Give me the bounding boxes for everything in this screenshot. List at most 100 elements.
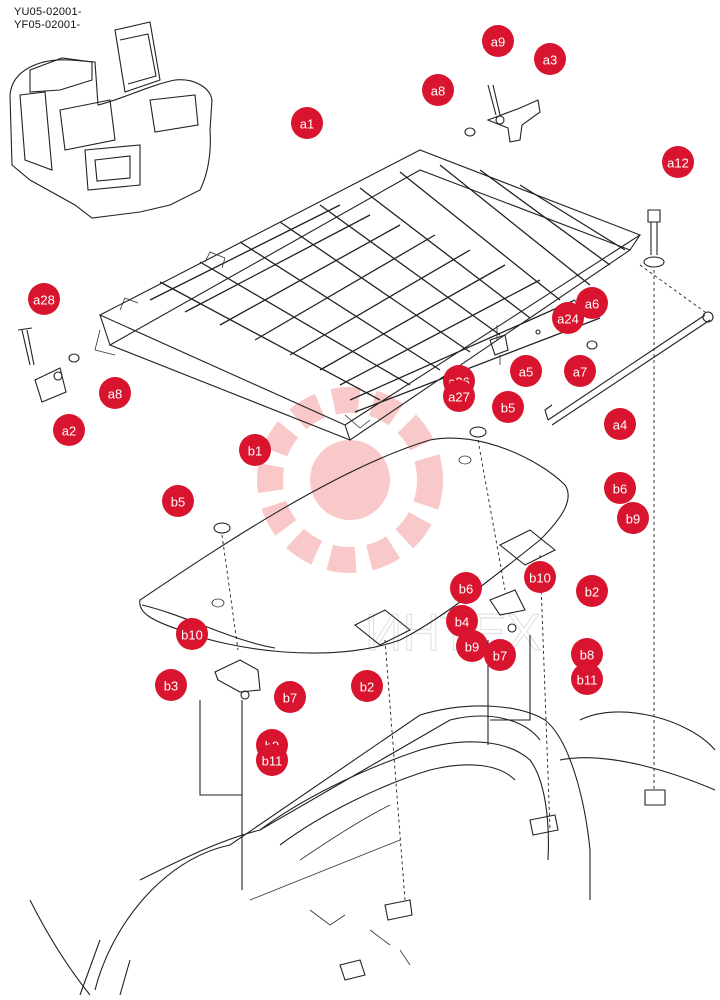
callout-label: b1 xyxy=(248,444,262,459)
callout-a27: a27 xyxy=(443,380,475,412)
callout-bubble xyxy=(274,681,306,713)
callout-label: a7 xyxy=(573,365,587,380)
callout-label: b11 xyxy=(262,754,283,769)
callout-label: b3 xyxy=(164,679,178,694)
machine-thumbnail xyxy=(9,21,213,219)
callout-bubble xyxy=(604,408,636,440)
callout-bubble xyxy=(552,302,584,334)
callout-bubble xyxy=(571,663,603,695)
serial-range-2: YF05-02001- xyxy=(14,19,81,31)
callout-b2: b2 xyxy=(351,670,383,702)
callout-label: b2 xyxy=(585,585,599,600)
callout-b10: b10 xyxy=(524,561,556,593)
cab-roof xyxy=(29,705,716,996)
callout-a3: a3 xyxy=(534,43,566,75)
callout-bubble xyxy=(617,502,649,534)
callout-bubble xyxy=(239,434,271,466)
cover-panel-b1 xyxy=(139,426,569,654)
callout-bubble xyxy=(28,283,60,315)
callout-label: b8 xyxy=(580,648,594,663)
callout-label: a1 xyxy=(300,117,314,132)
callout-b11: b11 xyxy=(571,663,603,695)
callout-label: a5 xyxy=(519,365,533,380)
callout-b9: b9 xyxy=(456,630,488,662)
callout-bubble xyxy=(176,618,208,650)
callout-bubble xyxy=(99,377,131,409)
callout-label: a3 xyxy=(543,53,557,68)
callout-label: a2 xyxy=(62,424,76,439)
callout-b11: b11 xyxy=(256,744,288,776)
callout-bubble xyxy=(534,43,566,75)
callout-label: b10 xyxy=(529,571,551,586)
callout-a2: a2 xyxy=(53,414,85,446)
hinge-b2 xyxy=(353,529,557,901)
callout-bubble xyxy=(576,287,608,319)
callout-b10: b10 xyxy=(176,618,208,650)
callout-label: b6 xyxy=(459,582,473,597)
callout-a8: a8 xyxy=(422,74,454,106)
callout-bubble xyxy=(484,639,516,671)
callout-label: a8 xyxy=(431,84,445,99)
callout-b5: b5 xyxy=(492,391,524,423)
bracket-a2 xyxy=(17,327,80,403)
watermark-logo: ИНТЕХ xyxy=(257,387,542,663)
callout-label: b5 xyxy=(171,495,185,510)
callout-b5: b5 xyxy=(162,485,194,517)
callout-label: b10 xyxy=(181,628,203,643)
callout-label: b11 xyxy=(577,673,598,688)
callout-label: b6 xyxy=(613,482,627,497)
callout-label: a27 xyxy=(448,390,470,405)
callout-label: a8 xyxy=(108,387,122,402)
callout-bubble xyxy=(492,391,524,423)
callout-a12: a12 xyxy=(662,146,694,178)
bracket-a3 xyxy=(464,84,541,143)
callout-layer: a1a2a3a4a5a6a7a8a8a9a12a24a26a27a28b1b2b… xyxy=(28,25,694,776)
callout-bubble xyxy=(155,669,187,701)
callout-b4: b4 xyxy=(446,605,478,637)
callout-bubble xyxy=(162,485,194,517)
callout-bubble xyxy=(443,380,475,412)
callout-bubble xyxy=(456,630,488,662)
callout-a5: a5 xyxy=(510,355,542,387)
callout-bubble xyxy=(53,414,85,446)
callout-label: b7 xyxy=(493,649,507,664)
callout-bubble xyxy=(662,146,694,178)
callout-label: b5 xyxy=(501,401,515,416)
bracket-b3 xyxy=(199,659,261,890)
callout-label: a24 xyxy=(557,312,579,327)
callout-bubble xyxy=(524,561,556,593)
callout-label: b9 xyxy=(465,640,479,655)
callout-b6: b6 xyxy=(604,472,636,504)
callout-b2: b2 xyxy=(576,575,608,607)
callout-bubble xyxy=(604,472,636,504)
callout-b3: b3 xyxy=(155,669,187,701)
callout-label: a12 xyxy=(667,156,689,171)
callout-b1: b1 xyxy=(239,434,271,466)
grille-guard-a1 xyxy=(94,149,642,441)
callout-label: b7 xyxy=(283,691,297,706)
callout-b8: b8 xyxy=(571,638,603,670)
callout-label: b9 xyxy=(626,512,640,527)
callout-bubble xyxy=(446,605,478,637)
callout-b7: b7 xyxy=(484,639,516,671)
callout-a6: a6 xyxy=(576,287,608,319)
callout-bubble xyxy=(564,355,596,387)
callout-label: b2 xyxy=(360,680,374,695)
callout-label: b4 xyxy=(455,615,469,630)
callout-bubble xyxy=(256,744,288,776)
callout-bubble xyxy=(482,25,514,57)
serial-range-1: YU05-02001- xyxy=(14,6,82,18)
callout-a24: a24 xyxy=(552,302,584,334)
callout-label: a4 xyxy=(613,418,627,433)
callout-a1: a1 xyxy=(291,107,323,139)
callout-label: a28 xyxy=(33,293,55,308)
callout-b7: b7 xyxy=(274,681,306,713)
callout-bubble xyxy=(576,575,608,607)
callout-bubble xyxy=(450,572,482,604)
callout-a9: a9 xyxy=(482,25,514,57)
callout-bubble xyxy=(571,638,603,670)
stay-rod-a4 xyxy=(544,264,714,426)
callout-bubble xyxy=(291,107,323,139)
callout-a8: a8 xyxy=(99,377,131,409)
